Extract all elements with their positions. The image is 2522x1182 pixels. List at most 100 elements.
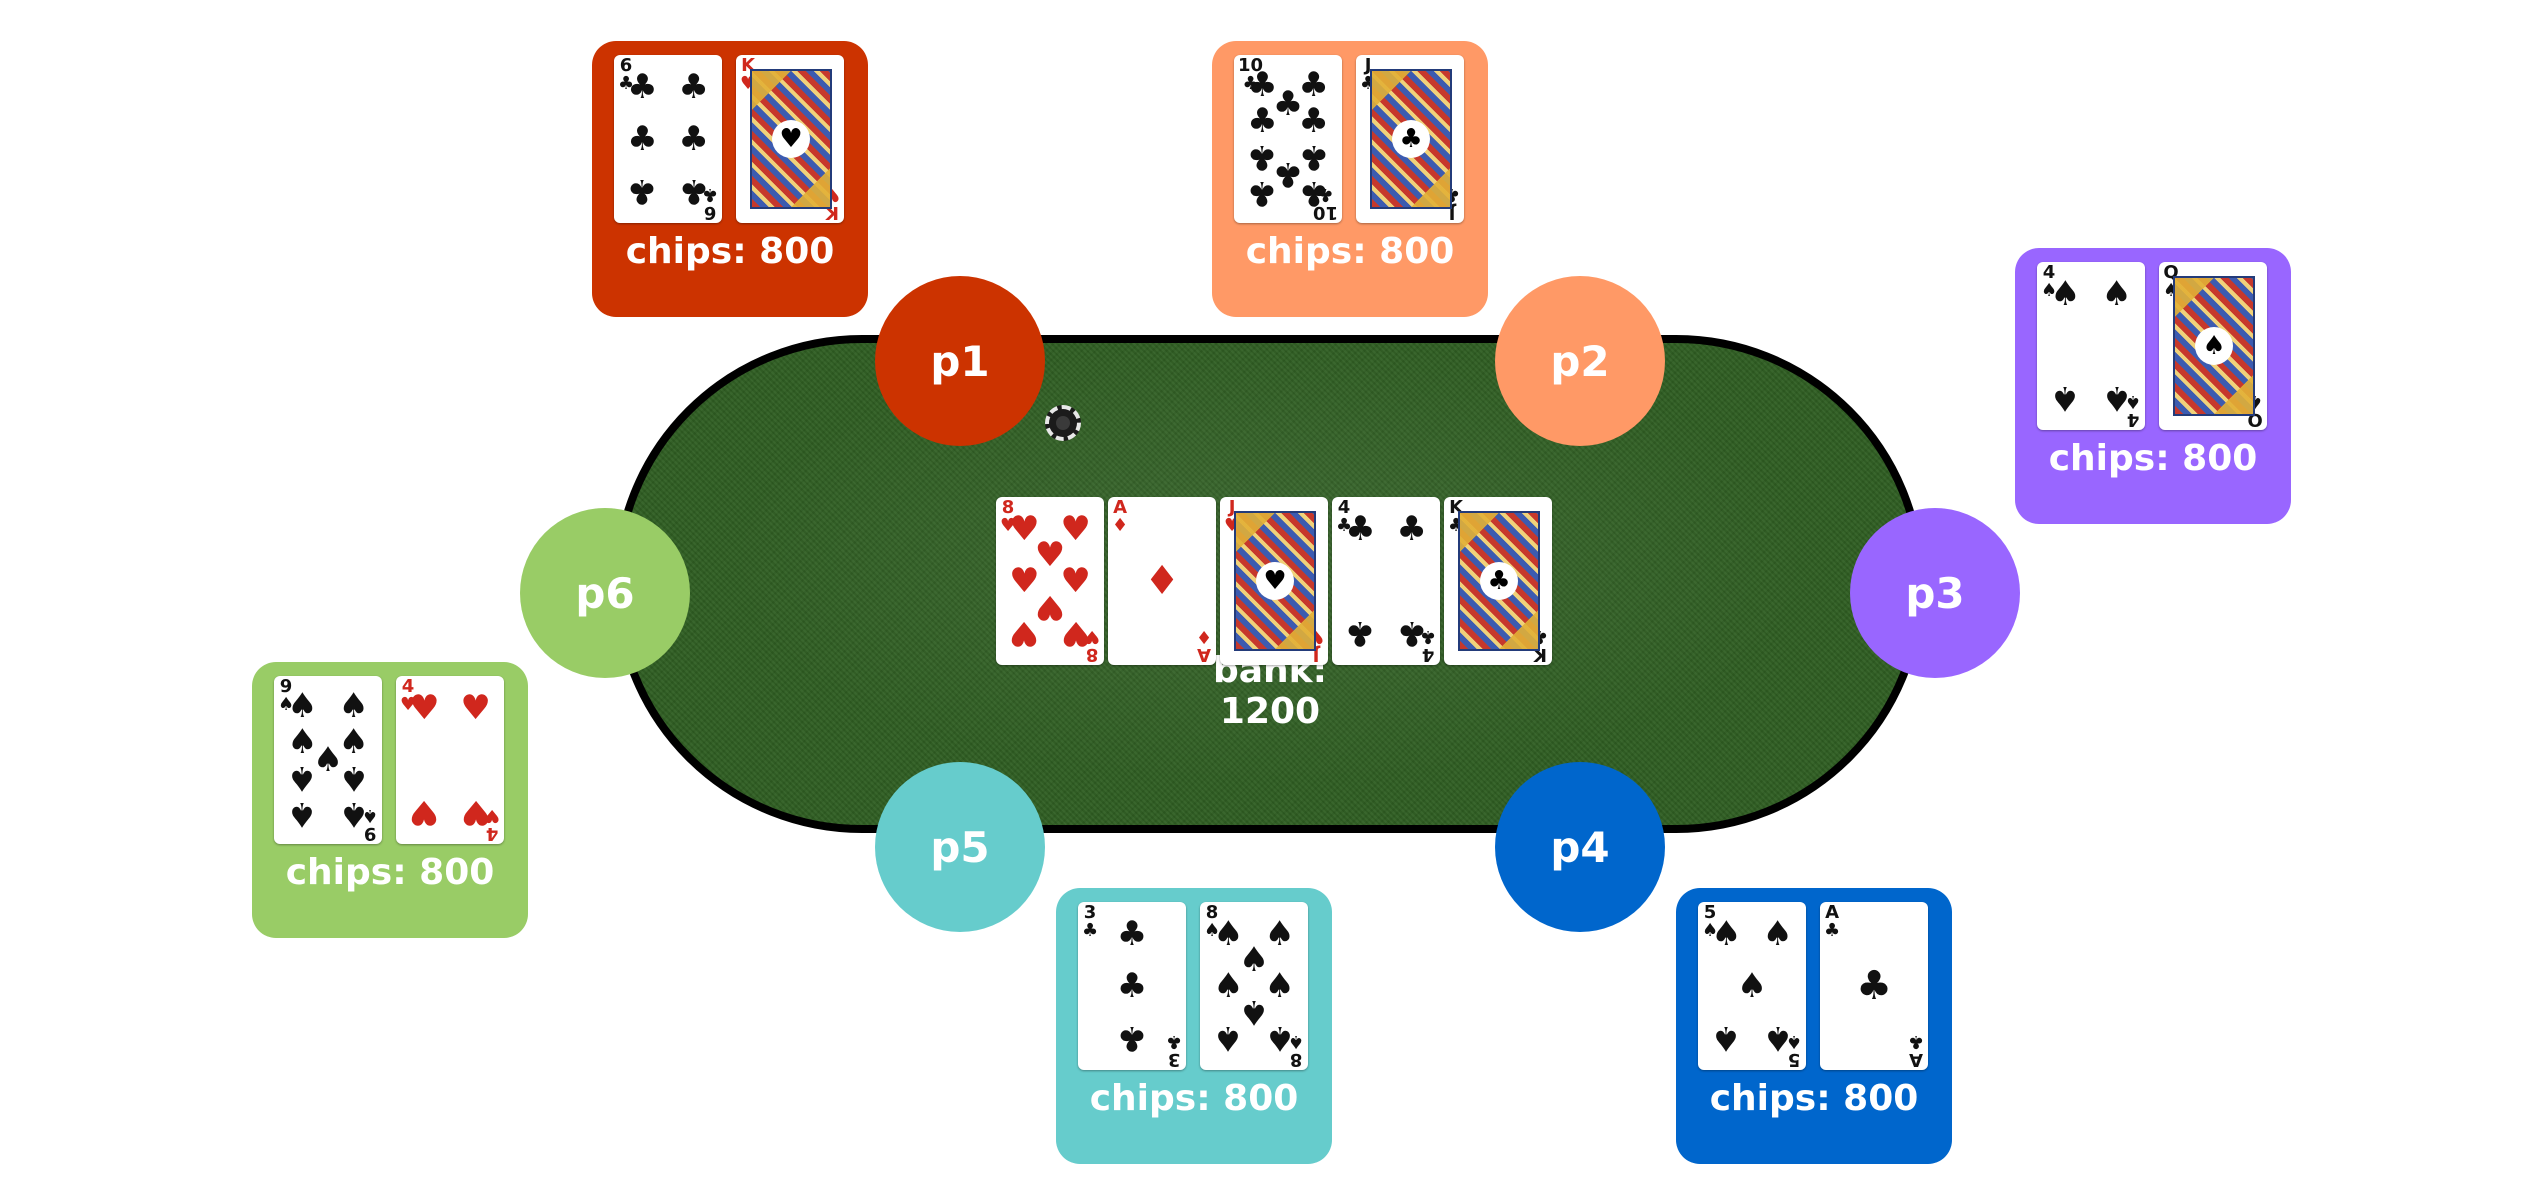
- card-pips: ♣♣♣♣♣♣♣♣♣♣: [1247, 68, 1329, 214]
- spades-suit-icon: ♠: [2195, 327, 2233, 365]
- card-rank: 10: [1238, 55, 1264, 76]
- playing-card: K♣K♣♣: [1444, 497, 1552, 665]
- clubs-suit-icon: ♣: [1824, 920, 1841, 941]
- card-pips: ♣♣♣♣: [1345, 509, 1427, 653]
- hearts-suit-icon: ♥: [409, 791, 440, 832]
- hearts-suit-icon: ♥: [409, 688, 440, 729]
- spades-suit-icon: ♠: [312, 740, 344, 780]
- clubs-suit-icon: ♣: [1345, 509, 1376, 550]
- playing-card: 4♣4♣♣♣♣♣: [1332, 497, 1440, 665]
- player-seat-p4[interactable]: p4: [1495, 762, 1665, 932]
- card-index: 9♠: [278, 678, 294, 714]
- hearts-suit-icon: ♥: [1009, 509, 1040, 550]
- hearts-suit-icon: ♥: [1034, 535, 1066, 576]
- playing-card: 8♥8♥♥♥♥♥♥♥♥♥: [996, 497, 1104, 665]
- spades-suit-icon: ♠: [338, 757, 369, 798]
- card-index: 8♠: [1204, 904, 1220, 940]
- card-pips: ♠♠♠♠♠♠♠♠: [1213, 914, 1295, 1058]
- card-rank: A: [1113, 497, 1128, 518]
- clubs-suit-icon: ♣: [678, 170, 709, 211]
- card-rank: 4: [1337, 497, 1351, 518]
- clubs-suit-icon: ♣: [1116, 966, 1148, 1006]
- spades-suit-icon: ♠: [1264, 914, 1295, 955]
- clubs-suit-icon: ♣: [1336, 515, 1353, 536]
- card-rank: 5: [1703, 902, 1717, 923]
- card-index: 3♣: [1082, 904, 1098, 940]
- card-rank: 4: [401, 676, 415, 697]
- card-pips: ♠♠♠♠: [2050, 277, 2132, 418]
- face-card-art: ♣: [1458, 511, 1540, 651]
- player-seat-p6[interactable]: p6: [520, 508, 690, 678]
- spades-suit-icon: ♠: [1711, 1017, 1742, 1058]
- clubs-suit-icon: ♣: [627, 170, 658, 211]
- card-rank: 9: [279, 676, 293, 697]
- face-card-art: ♥: [750, 69, 832, 209]
- hearts-suit-icon: ♥: [1060, 612, 1091, 653]
- card-index: A♦: [1112, 499, 1128, 535]
- player-seat-p1[interactable]: p1: [875, 276, 1045, 446]
- playing-card: 9♠9♠♠♠♠♠♠♠♠♠♠: [274, 676, 382, 844]
- clubs-suit-icon: ♣: [1298, 101, 1329, 142]
- player-hand-panel-p4: 5♠5♠♠♠♠♠♠A♣A♣♣chips: 800: [1676, 888, 1952, 1164]
- playing-card: 8♠8♠♠♠♠♠♠♠♠♠: [1200, 902, 1308, 1070]
- player-seat-p3[interactable]: p3: [1850, 508, 2020, 678]
- card-rank: 4: [2042, 262, 2056, 283]
- spades-suit-icon: ♠: [2101, 377, 2132, 418]
- spades-suit-icon: ♠: [1238, 940, 1270, 981]
- card-pips: ♠♠♠♠♠♠♠♠♠: [287, 685, 369, 835]
- spades-suit-icon: ♠: [338, 685, 369, 726]
- card-pips: ♦: [1122, 513, 1202, 649]
- clubs-suit-icon: ♣: [1242, 73, 1259, 94]
- hearts-suit-icon: ♥: [460, 688, 491, 729]
- card-pips: ♣♣♣: [1092, 917, 1172, 1058]
- player-seat-p2[interactable]: p2: [1495, 276, 1665, 446]
- spades-suit-icon: ♠: [1762, 1017, 1793, 1058]
- clubs-suit-icon: ♣: [1345, 612, 1376, 653]
- card-index: 5♠: [1702, 904, 1718, 940]
- spades-suit-icon: ♠: [1711, 914, 1742, 955]
- clubs-suit-icon: ♣: [1116, 1017, 1148, 1058]
- card-pips: ♣♣♣♣♣♣: [627, 70, 709, 211]
- playing-card: A♣A♣♣: [1820, 902, 1928, 1070]
- player-hand-panel-p5: 3♣3♣♣♣♣8♠8♠♠♠♠♠♠♠♠♠chips: 800: [1056, 888, 1332, 1164]
- playing-card: 5♠5♠♠♠♠♠♠: [1698, 902, 1806, 1070]
- card-index: 4♣: [1336, 499, 1352, 535]
- spades-suit-icon: ♠: [1204, 920, 1221, 941]
- face-card-art: ♣: [1370, 69, 1452, 209]
- clubs-suit-icon: ♣: [618, 73, 635, 94]
- spades-suit-icon: ♠: [1213, 914, 1244, 955]
- hearts-suit-icon: ♥: [1060, 509, 1091, 550]
- card-index: A♣: [1824, 904, 1840, 940]
- clubs-suit-icon: ♣: [627, 119, 658, 159]
- card-rank: 8: [1205, 902, 1219, 923]
- hearts-suit-icon: ♥: [1256, 562, 1294, 600]
- chips-label: chips: 800: [2048, 438, 2258, 479]
- clubs-suit-icon: ♣: [1392, 120, 1430, 158]
- card-pips: ♥♥♥♥♥♥♥♥: [1009, 509, 1091, 653]
- spades-suit-icon: ♠: [1213, 1017, 1244, 1058]
- playing-card: 4♥4♥♥♥♥♥: [396, 676, 504, 844]
- card-pips: ♣: [1834, 918, 1914, 1054]
- card-rank: 3: [1083, 902, 1097, 923]
- diamonds-suit-icon: ♦: [1112, 515, 1129, 536]
- chips-label: chips: 800: [1245, 231, 1455, 272]
- player-seat-p5[interactable]: p5: [875, 762, 1045, 932]
- diamonds-suit-icon: ♦: [1144, 558, 1180, 604]
- clubs-suit-icon: ♣: [1298, 173, 1329, 214]
- card-rank: A: [1825, 902, 1840, 923]
- card-rank: J: [1364, 55, 1372, 76]
- face-card-art: ♠: [2173, 276, 2255, 416]
- clubs-suit-icon: ♣: [1272, 83, 1304, 124]
- spades-suit-icon: ♠: [1213, 966, 1244, 1006]
- chips-label: chips: 800: [625, 231, 835, 272]
- spades-suit-icon: ♠: [1762, 914, 1793, 955]
- hearts-suit-icon: ♥: [400, 694, 417, 715]
- spades-suit-icon: ♠: [338, 794, 369, 835]
- spades-suit-icon: ♠: [287, 757, 318, 798]
- clubs-suit-icon: ♣: [1396, 509, 1427, 550]
- card-rank: 6: [619, 55, 633, 76]
- chips-label: chips: 800: [285, 852, 495, 893]
- clubs-suit-icon: ♣: [1480, 562, 1518, 600]
- player-hand-panel-p6: 9♠9♠♠♠♠♠♠♠♠♠♠4♥4♥♥♥♥♥chips: 800: [252, 662, 528, 938]
